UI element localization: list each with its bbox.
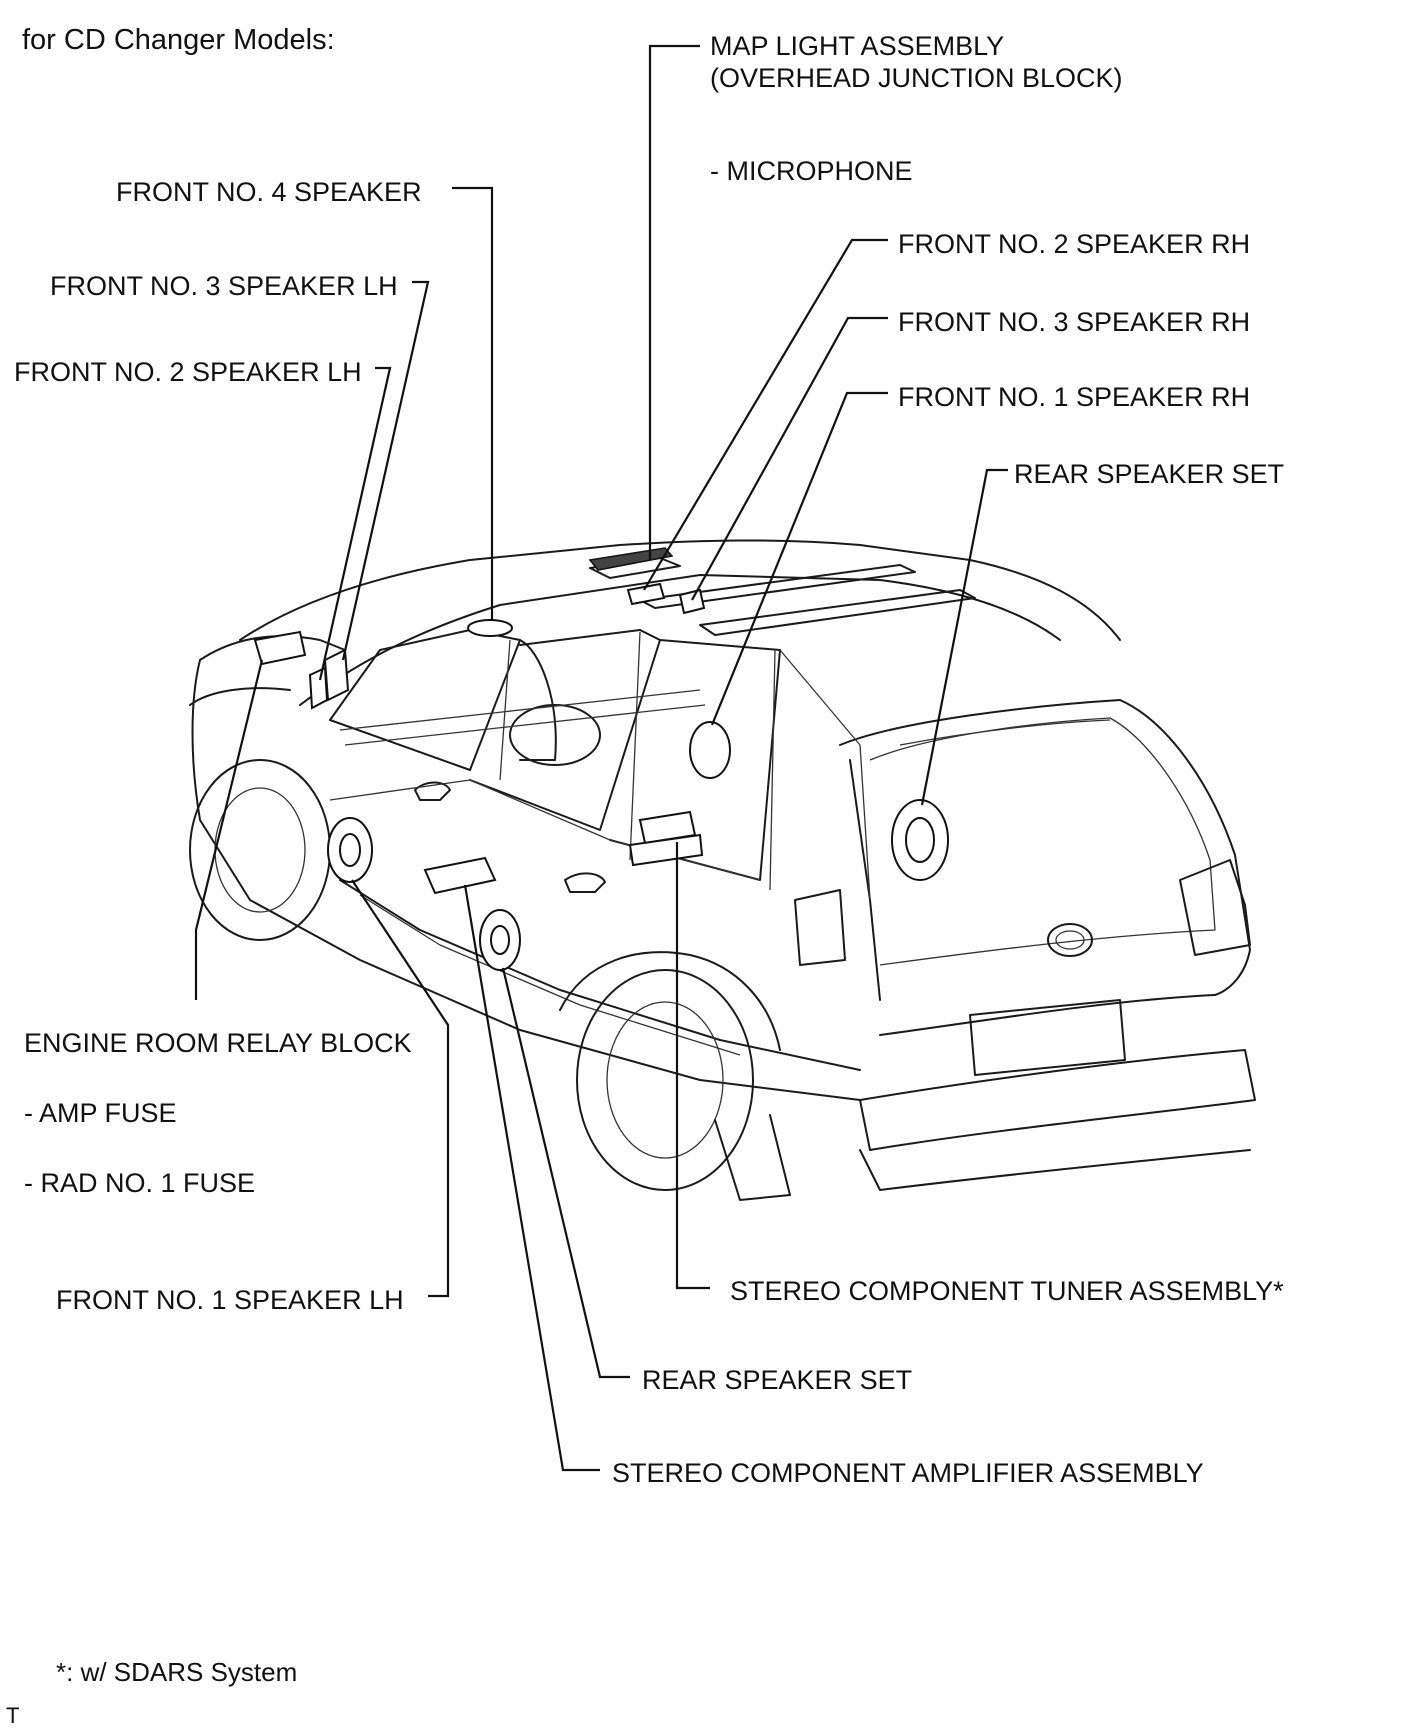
- label-amp-fuse: - AMP FUSE: [24, 1098, 177, 1128]
- leader-lines: [194, 44, 1008, 1472]
- label-engine-room-relay-block: ENGINE ROOM RELAY BLOCK: [24, 1028, 412, 1058]
- label-microphone: - MICROPHONE: [710, 156, 913, 186]
- label-rear-speaker-set-upper: REAR SPEAKER SET: [1014, 459, 1285, 489]
- label-front-no2-speaker-rh: FRONT NO. 2 SPEAKER RH: [898, 229, 1251, 259]
- engine-room-relay-block: [253, 630, 307, 666]
- label-front-no1-speaker-lh: FRONT NO. 1 SPEAKER LH: [56, 1285, 404, 1315]
- map-light-assembly: [588, 547, 674, 571]
- footnote: *: w/ SDARS System: [56, 1657, 298, 1687]
- label-rad-no1-fuse: - RAD NO. 1 FUSE: [24, 1168, 256, 1198]
- front-no4-speaker: [467, 619, 513, 637]
- label-front-no3-speaker-rh: FRONT NO. 3 SPEAKER RH: [898, 307, 1251, 337]
- front-no2-speaker-lh: [308, 666, 329, 710]
- stereo-component-amplifier: [423, 856, 497, 895]
- components: [253, 547, 949, 971]
- front-no3-speaker-rh: [678, 588, 706, 615]
- front-no1-speaker-rh: [689, 721, 731, 779]
- vehicle-body: [189, 539, 1256, 1201]
- front-no2-speaker-rh: [626, 582, 666, 606]
- label-map-light-assembly: MAP LIGHT ASSEMBLY: [710, 31, 1005, 61]
- corner-mark: T: [6, 1703, 20, 1728]
- label-front-no3-speaker-lh: FRONT NO. 3 SPEAKER LH: [50, 271, 398, 301]
- label-overhead-junction-block: (OVERHEAD JUNCTION BLOCK): [710, 63, 1123, 93]
- label-stereo-component-tuner: STEREO COMPONENT TUNER ASSEMBLY*: [730, 1276, 1284, 1306]
- label-stereo-component-amplifier: STEREO COMPONENT AMPLIFIER ASSEMBLY: [612, 1458, 1204, 1488]
- page-title: for CD Changer Models:: [22, 24, 335, 56]
- label-front-no2-speaker-lh: FRONT NO. 2 SPEAKER LH: [14, 357, 362, 387]
- label-rear-speaker-set-lower: REAR SPEAKER SET: [642, 1365, 913, 1395]
- label-front-no4-speaker: FRONT NO. 4 SPEAKER: [116, 177, 422, 207]
- label-front-no1-speaker-rh: FRONT NO. 1 SPEAKER RH: [898, 382, 1251, 412]
